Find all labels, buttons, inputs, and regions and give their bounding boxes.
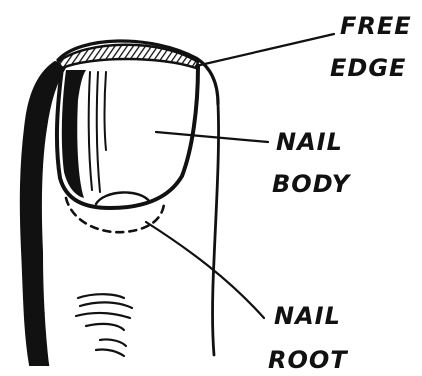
free-edge-leader (196, 34, 334, 66)
finger-illustration (21, 41, 219, 365)
label-nail-body-line1: NAIL (276, 128, 343, 156)
label-nail-body: NAIL BODY (272, 128, 352, 198)
nail-root-leader (146, 222, 264, 318)
nail-lunula (96, 192, 150, 204)
label-nail-root-line1: NAIL (274, 302, 341, 330)
label-free-edge-line2: EDGE (330, 54, 406, 82)
nail-illustration (57, 45, 198, 232)
label-free-edge: FREE EDGE (330, 12, 412, 82)
label-nail-body-line2: BODY (272, 170, 352, 198)
label-nail-root-line2: ROOT (268, 346, 348, 374)
nail-streaks (89, 72, 106, 192)
nail-body-leader (156, 132, 268, 142)
label-free-edge-line1: FREE (340, 12, 412, 40)
nail-inner-shading (62, 70, 86, 198)
knuckle-creases (76, 294, 132, 356)
finger-outline-right (213, 104, 219, 355)
label-nail-root: NAIL ROOT (268, 302, 348, 374)
